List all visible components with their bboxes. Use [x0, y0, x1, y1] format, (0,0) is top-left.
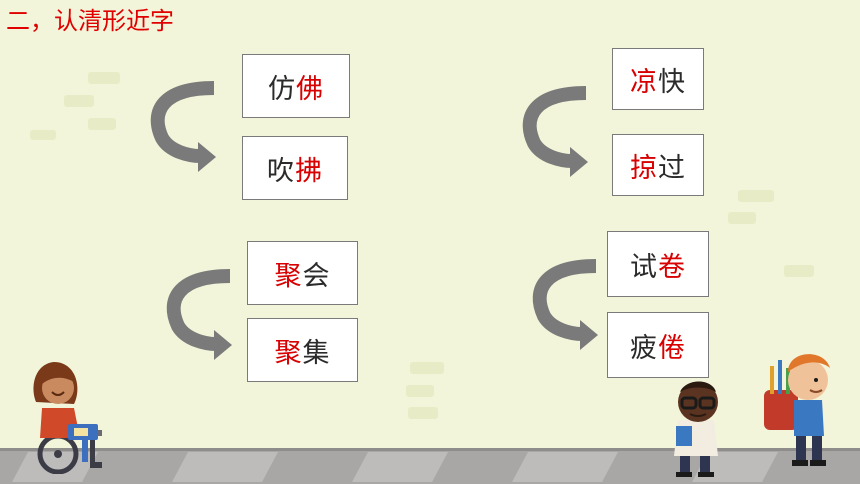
bg-brick: [406, 385, 434, 397]
char-highlight: 倦: [658, 332, 686, 364]
floor-tile: [512, 452, 618, 482]
floor-tile: [172, 452, 278, 482]
char: 吹: [267, 155, 295, 187]
char-highlight: 拂: [295, 155, 323, 187]
word-card-pijuan: 疲倦: [607, 312, 709, 378]
char: 仿: [268, 73, 296, 105]
boy-backpack-icon: [764, 354, 830, 466]
word-card-juhui: 聚会: [247, 241, 358, 305]
word-card-liangkuai: 凉快: [612, 48, 704, 110]
char-highlight: 聚: [274, 337, 303, 369]
word-card-lueguo: 掠过: [612, 134, 704, 196]
bg-brick: [410, 362, 444, 374]
bg-brick: [88, 118, 116, 130]
bg-brick: [64, 95, 94, 107]
char: 疲: [630, 332, 658, 364]
bg-brick: [728, 212, 756, 224]
floor-tile: [352, 452, 448, 482]
char-highlight: 卷: [658, 251, 686, 283]
word-card-chuifu: 吹拂: [242, 136, 348, 200]
char: 快: [658, 66, 686, 98]
char: 试: [630, 251, 658, 283]
word-card-shijuan: 试卷: [607, 231, 709, 297]
curved-arrow-icon: [522, 86, 588, 177]
title-dot: [116, 26, 119, 29]
curved-arrow-icon: [532, 259, 598, 350]
girl-wheelchair-icon: [33, 362, 102, 474]
curved-arrow-icon: [166, 269, 232, 360]
page-title: 二，认清形近字: [6, 7, 174, 35]
word-card-juji: 聚集: [247, 318, 358, 382]
bg-brick: [30, 130, 56, 140]
char: 过: [658, 152, 686, 184]
boy-glasses-icon: [674, 381, 718, 477]
word-card-fangfu: 仿佛: [242, 54, 350, 118]
char: 会: [302, 260, 331, 292]
char-highlight: 掠: [630, 152, 658, 184]
char-highlight: 聚: [274, 260, 303, 292]
bg-brick: [408, 407, 438, 419]
char: 集: [302, 337, 331, 369]
bg-brick: [738, 190, 774, 202]
curved-arrow-icon: [150, 81, 216, 172]
bg-brick: [88, 72, 120, 84]
char-highlight: 佛: [296, 73, 324, 105]
char-highlight: 凉: [630, 66, 658, 98]
bg-brick: [784, 265, 814, 277]
